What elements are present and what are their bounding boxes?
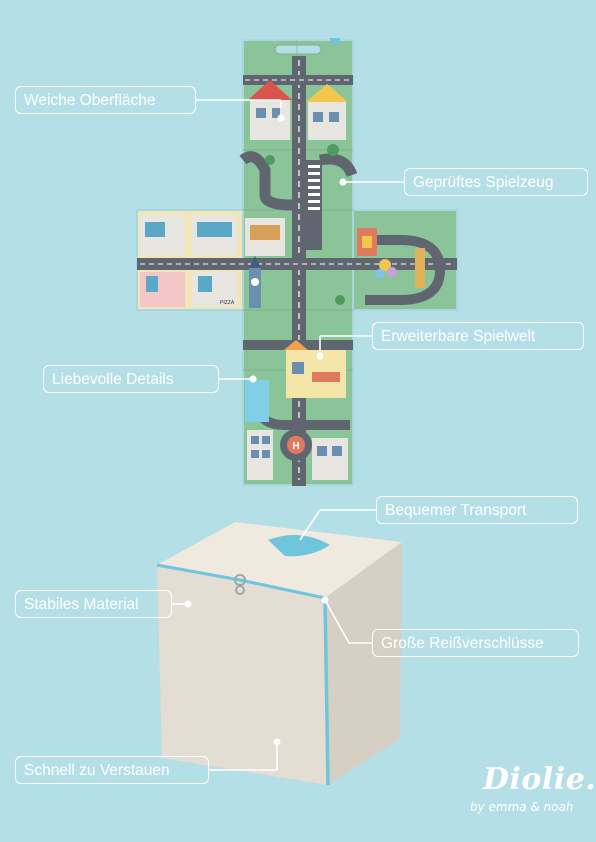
callout-stable-material: Stabiles Material [15,590,172,618]
callout-lines [172,99,404,771]
callout-quick-storage: Schnell zu Verstauen [15,756,209,784]
callout-soft-surface: Weiche Oberfläche [15,86,196,114]
callout-dots [184,114,347,746]
callout-easy-transport: Bequemer Transport [376,496,578,524]
callout-tested-toy: Geprüftes Spielzeug [404,168,588,196]
map-buildings: PIZZA [140,80,425,480]
hospital-sign: H [292,441,299,452]
callout-large-zippers: Große Reißverschlüsse [372,629,579,657]
callout-loving-details: Liebevolle Details [43,365,219,393]
pizza-sign: PIZZA [220,300,235,306]
brand-tagline: by emma & noah [470,800,574,814]
storage-box [156,522,402,786]
brand-logo: Diolie. [483,762,596,797]
callout-expandable-world: Erweiterbare Spielwelt [372,322,584,350]
